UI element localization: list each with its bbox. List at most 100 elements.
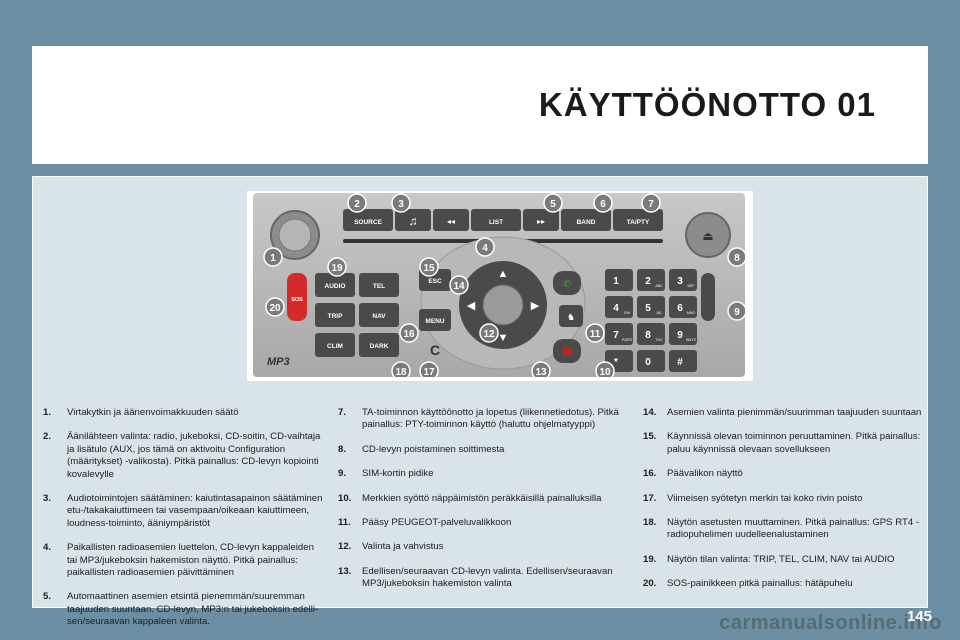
nav-label: NAV (372, 313, 386, 320)
description-item: 16.Päävalikon näyttö (643, 468, 928, 480)
description-item: 11. Pääsy PEUGEOT-palveluvalikkoon (338, 517, 628, 529)
callout-marker (641, 193, 661, 213)
header-panel: KÄYTTÖÖNOTTO 01 (32, 46, 928, 164)
eject-icon: ⏏ (702, 229, 713, 243)
source-button[interactable] (343, 209, 393, 231)
dark-button[interactable] (359, 333, 399, 357)
description-item: 7.TA-toiminnon käyttöönotto ja lopetus (… (338, 407, 628, 432)
description-number: 8. (338, 443, 347, 455)
watermark: carmanualsonline.info (719, 612, 942, 634)
description-text: Näytön asetusten muuttaminen. Pitkä pain… (667, 517, 920, 541)
list-button[interactable] (471, 209, 521, 231)
description-item: 1.Virtakytkin ja äänenvoimakkuuden säätö (43, 407, 325, 419)
callout-number: 2 (354, 199, 360, 210)
description-item: 18.Näytön asetusten muuttaminen. Pitkä p… (643, 517, 928, 542)
hangup-button[interactable] (553, 339, 581, 363)
description-number: 15. (643, 431, 657, 443)
hangup-icon: ☎ (561, 347, 573, 358)
ta-pty-label: TA/PTY (627, 219, 650, 226)
clear-button[interactable]: C (430, 342, 440, 358)
callout-marker (449, 275, 469, 295)
description-number: 3. (43, 493, 52, 505)
keypad-key[interactable] (669, 296, 697, 318)
call-icon: ✆ (563, 279, 571, 290)
keypad-key[interactable] (637, 296, 665, 318)
band-button[interactable] (561, 209, 611, 231)
description-text: Käynnissä olevan toiminnon peruuttaminen… (667, 431, 921, 455)
description-item: 2.Äänilähteen valinta: radio, jukeboksi,… (43, 431, 325, 481)
keypad-key[interactable] (605, 296, 633, 318)
sim-card-holder[interactable] (701, 273, 715, 321)
description-item: 9.SIM-kortin pidike (338, 468, 628, 480)
callout-marker (263, 247, 283, 267)
callout-number: 18 (395, 367, 407, 377)
tel-label: TEL (373, 283, 385, 290)
sos-button[interactable] (287, 273, 307, 321)
keypad-key[interactable] (669, 350, 697, 372)
left-arrow-icon[interactable]: ◀ (467, 300, 476, 312)
seek-back-button[interactable] (433, 209, 469, 231)
trip-label: TRIP (328, 313, 343, 320)
keypad-key[interactable] (605, 269, 633, 291)
keypad-key[interactable] (669, 269, 697, 291)
keypad-digit: 0 (645, 357, 651, 368)
description-text: Näytön tilan valinta: TRIP, TEL, CLIM, N… (667, 553, 895, 565)
call-button[interactable] (553, 271, 581, 295)
eject-knob[interactable] (685, 212, 731, 258)
seek-forward-icon: ▸▸ (537, 217, 545, 226)
dark-label: DARK (370, 343, 389, 350)
keypad-digit: * (614, 357, 618, 368)
audio-settings-button[interactable] (395, 209, 431, 231)
description-column-3: 14.Asemien valinta pienimmän/suurimman t… (643, 407, 928, 603)
keypad-digit: 9 (677, 330, 683, 341)
peugeot-services-button[interactable] (559, 305, 583, 327)
callout-number: 3 (398, 199, 404, 210)
clim-button[interactable] (315, 333, 355, 357)
description-text: Asemien valinta pienimmän/suurimman taaj… (667, 407, 922, 418)
right-arrow-icon[interactable]: ▶ (531, 300, 540, 312)
keypad-key[interactable] (605, 323, 633, 345)
tel-button[interactable] (359, 273, 399, 297)
trip-button[interactable] (315, 303, 355, 327)
keypad-letters: PQRS (622, 338, 633, 342)
nav-button[interactable] (359, 303, 399, 327)
keypad-key[interactable] (669, 323, 697, 345)
callout-number: 9 (734, 307, 740, 318)
description-item: 19.Näytön tilan valinta: TRIP, TEL, CLIM… (643, 554, 928, 566)
esc-label: ESC (428, 278, 442, 285)
keypad-letters: WXYZ (686, 338, 697, 342)
up-arrow-icon[interactable]: ▲ (498, 268, 509, 280)
seek-forward-button[interactable] (523, 209, 559, 231)
callout-number: 19 (331, 263, 343, 274)
description-text: Automaattinen asemien etsintä pienemmän/… (67, 591, 319, 628)
description-text: Paikallisten radioasemien luettelon, CD-… (67, 542, 314, 579)
keypad-key[interactable] (637, 269, 665, 291)
keypad-key[interactable] (637, 350, 665, 372)
ta-pty-button[interactable] (613, 209, 663, 231)
callout-marker (391, 193, 411, 213)
description-number: 11. (338, 517, 351, 529)
callout-number: 14 (453, 281, 465, 292)
description-number: 13. (338, 565, 352, 577)
description-column-1: 1.Virtakytkin ja äänenvoimakkuuden säätö… (43, 407, 325, 640)
ok-knob[interactable] (482, 284, 524, 326)
description-text: Valinta ja vahvistus (362, 541, 444, 553)
callout-marker (391, 361, 411, 377)
callout-number: 1 (270, 253, 276, 264)
description-number: 17. (643, 492, 657, 504)
mode-buttons: AUDIO TEL TRIP NAV CLIM DARK (315, 273, 399, 357)
page-number: 145 (906, 608, 932, 625)
keypad-letters: ABC (655, 284, 663, 288)
top-button-row: SOURCE ♫ ◂◂ LIST ▸▸ BAND TA/PTY (343, 209, 663, 231)
description-text: Pääsy PEUGEOT-palveluvalikkoon (362, 517, 512, 529)
keypad-key[interactable] (637, 323, 665, 345)
down-arrow-icon[interactable]: ▼ (498, 332, 509, 344)
description-text: SOS-painikkeen pitkä painallus: hätäpuhe… (667, 578, 853, 590)
menu-button[interactable] (419, 309, 451, 331)
callout-number: 15 (423, 263, 435, 274)
audio-button[interactable] (315, 273, 355, 297)
callout-marker (327, 257, 347, 277)
keypad-digit: 1 (613, 276, 619, 287)
description-number: 12. (338, 541, 352, 553)
